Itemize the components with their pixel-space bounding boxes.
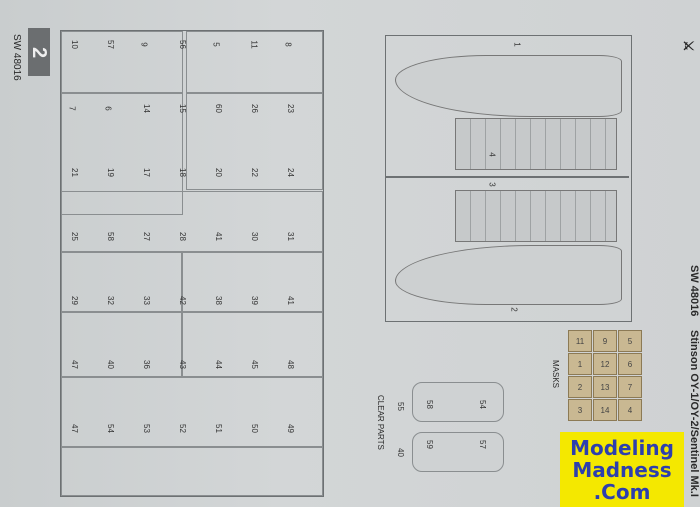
part-number: 15 — [177, 104, 187, 113]
mask-piece: 7 — [618, 376, 642, 398]
part-number: 30 — [249, 232, 259, 241]
part-number: 21 — [69, 168, 79, 177]
part-number: 58 — [424, 400, 434, 409]
watermark-line3: .Com — [593, 479, 651, 504]
part-number: 56 — [177, 40, 187, 49]
part-number: 6 — [103, 106, 113, 111]
mask-piece: 4 — [618, 399, 642, 421]
left-sprue-frame — [60, 30, 324, 497]
part-number: 45 — [249, 360, 259, 369]
part-number: 47 — [69, 424, 79, 433]
part-number: 25 — [69, 232, 79, 241]
part-number: 11 — [249, 40, 259, 49]
part-number: 2 — [509, 307, 519, 312]
part-number: 26 — [249, 104, 259, 113]
clear-part-lower — [412, 432, 504, 472]
right-sprue-frame — [385, 35, 632, 322]
part-number: 52 — [177, 424, 187, 433]
part-number: 19 — [105, 168, 115, 177]
part-number: 4 — [487, 152, 497, 157]
part-number: 22 — [249, 168, 259, 177]
header-title: Stinson OY-1/OY-2/Sentinel Mk.I — [688, 330, 700, 497]
watermark-line2: Madness — [572, 457, 672, 482]
masks-label: MASKS — [551, 360, 560, 389]
part-number: 7 — [67, 106, 77, 111]
part-number: 1 — [512, 42, 522, 47]
kit-code-left: SW 48016 — [11, 34, 22, 81]
part-number: 27 — [141, 232, 151, 241]
part-number: 42 — [177, 296, 187, 305]
part-number: 54 — [477, 400, 487, 409]
part-number: 53 — [141, 424, 151, 433]
part-number: 5 — [211, 42, 221, 47]
part-number: 51 — [213, 424, 223, 433]
part-number: 8 — [283, 42, 293, 47]
part-number: 39 — [249, 296, 259, 305]
part-number: 36 — [141, 360, 151, 369]
part-number: 60 — [213, 104, 223, 113]
mask-piece: 12 — [593, 353, 617, 375]
step-badge: 2 — [28, 28, 51, 76]
watermark: Modeling Madness .Com — [560, 432, 684, 507]
part-number: 29 — [69, 296, 79, 305]
mask-piece: 1 — [568, 353, 592, 375]
part-number: 57 — [105, 40, 115, 49]
mask-piece: 2 — [568, 376, 592, 398]
part-number: 57 — [477, 440, 487, 449]
part-number: 40 — [105, 360, 115, 369]
mask-piece: 5 — [618, 330, 642, 352]
wing-upper-2 — [455, 190, 617, 242]
part-number: 43 — [177, 360, 187, 369]
part-number: 50 — [249, 424, 259, 433]
part-number: 54 — [105, 424, 115, 433]
sword-logo: ⚔ — [680, 40, 695, 52]
header-code: SW 48016 — [688, 265, 700, 317]
part-number: 18 — [177, 168, 187, 177]
wing-upper-1 — [455, 118, 617, 170]
part-number: 23 — [285, 104, 295, 113]
part-number: 3 — [487, 182, 497, 187]
part-number: 40 — [395, 448, 405, 457]
part-number: 9 — [139, 42, 149, 47]
part-number: 48 — [285, 360, 295, 369]
part-number: 28 — [177, 232, 187, 241]
fuselage-half-bottom — [395, 245, 622, 305]
part-number: 55 — [395, 402, 405, 411]
part-number: 17 — [141, 168, 151, 177]
mask-piece: 13 — [593, 376, 617, 398]
mask-piece: 3 — [568, 399, 592, 421]
part-number: 10 — [69, 40, 79, 49]
clear-part-upper — [412, 382, 504, 422]
part-number: 59 — [424, 440, 434, 449]
part-number: 49 — [285, 424, 295, 433]
part-number: 20 — [213, 168, 223, 177]
mask-piece: 6 — [618, 353, 642, 375]
part-number: 47 — [69, 360, 79, 369]
part-number: 32 — [105, 296, 115, 305]
part-number: 58 — [105, 232, 115, 241]
mask-piece: 14 — [593, 399, 617, 421]
mask-piece: 9 — [593, 330, 617, 352]
clear-parts-label: CLEAR PARTS — [376, 395, 385, 450]
part-number: 41 — [213, 232, 223, 241]
part-number: 44 — [213, 360, 223, 369]
part-number: 33 — [141, 296, 151, 305]
part-number: 31 — [285, 232, 295, 241]
mask-piece: 11 — [568, 330, 592, 352]
watermark-line1: Modeling — [570, 435, 674, 460]
part-number: 38 — [213, 296, 223, 305]
step-number: 2 — [28, 46, 51, 58]
part-number: 41 — [285, 296, 295, 305]
part-number: 24 — [285, 168, 295, 177]
part-number: 14 — [141, 104, 151, 113]
